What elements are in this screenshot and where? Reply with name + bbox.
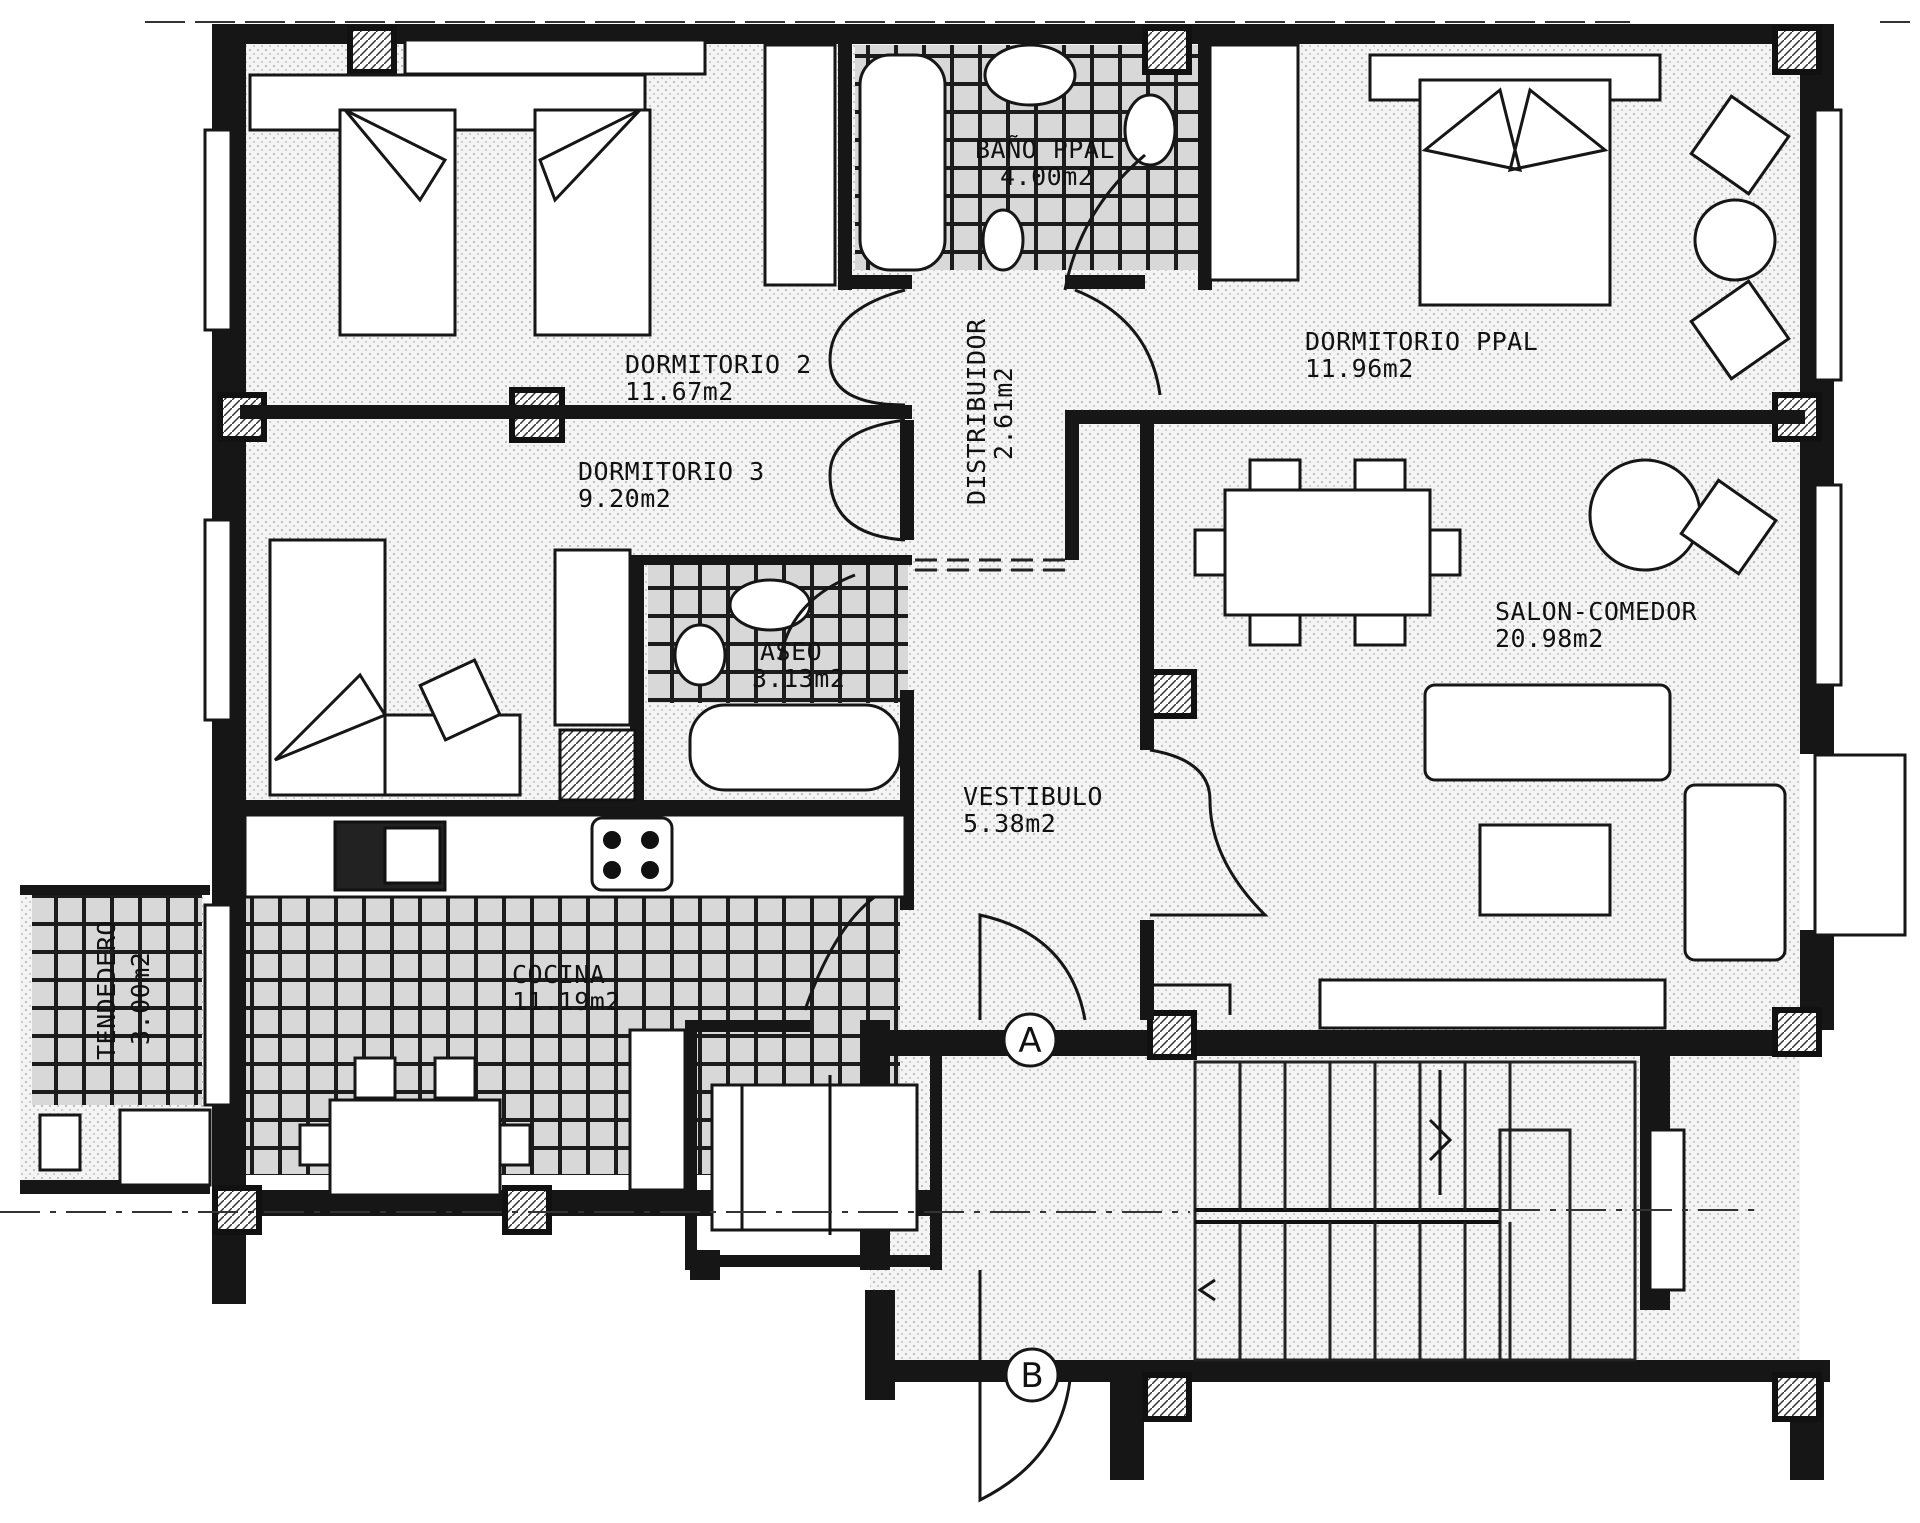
room-area: 9.20m2	[578, 484, 671, 513]
room-distribuidor: DISTRIBUIDOR 2.61m2	[962, 318, 1018, 505]
marker-a: A	[1002, 1012, 1058, 1068]
room-tendedero: TENDEDERO 3.00m2	[92, 920, 155, 1060]
room-area: 11.67m2	[625, 377, 734, 406]
room-dormitorio-3: DORMITORIO 3 9.20m2	[578, 457, 765, 513]
room-name: TENDEDERO	[92, 920, 121, 1060]
room-name: VESTIBULO	[963, 782, 1103, 811]
room-area: 11.96m2	[1305, 354, 1414, 383]
kitchen-furniture	[38, 813, 907, 1197]
room-area: 5.38m2	[963, 809, 1056, 838]
room-vestibulo: VESTIBULO 5.38m2	[963, 782, 1103, 838]
structural-columns	[212, 25, 1822, 1422]
room-cocina: COCINA 11.19m2	[512, 960, 621, 1016]
room-name: SALON-COMEDOR	[1495, 597, 1698, 626]
marker-a-label: A	[1018, 1021, 1041, 1061]
room-name: ASEO	[760, 637, 822, 666]
room-dormitorio-ppal: DORMITORIO PPAL 11.96m2	[1305, 327, 1538, 383]
dormitorio-2-furniture	[248, 43, 837, 337]
dormitorio-3-furniture	[268, 538, 637, 802]
room-aseo: ASEO 3.13m2	[752, 637, 845, 693]
salon-furniture	[1148, 458, 1787, 1030]
aseo-fixtures	[673, 573, 902, 792]
distribuidor-doors	[828, 288, 1162, 572]
room-name: DORMITORIO 3	[578, 457, 765, 486]
marker-b-label: B	[1020, 1356, 1043, 1396]
room-name: COCINA	[512, 960, 605, 989]
dormitorio-ppal-furniture	[1368, 53, 1791, 381]
room-name: BAÑO PPAL	[975, 134, 1115, 164]
room-name: DORMITORIO PPAL	[1305, 327, 1538, 356]
staircase	[1193, 1060, 1760, 1362]
room-name: DISTRIBUIDOR	[962, 318, 991, 505]
marker-b: B	[1004, 1347, 1060, 1403]
room-area: 20.98m2	[1495, 624, 1604, 653]
room-area: 4.00m2	[1000, 162, 1093, 191]
room-name: DORMITORIO 2	[625, 350, 812, 379]
room-labels: DORMITORIO 2 11.67m2 BAÑO PPAL 4.00m2 DO…	[92, 134, 1698, 1060]
bathroom-fixtures	[858, 43, 1300, 291]
elevator	[710, 1075, 919, 1235]
room-dormitorio-2: DORMITORIO 2 11.67m2	[625, 350, 812, 406]
room-bano-ppal: BAÑO PPAL 4.00m2	[975, 134, 1115, 191]
room-area: 3.00m2	[126, 952, 155, 1045]
room-area: 2.61m2	[989, 367, 1018, 460]
room-salon-comedor: SALON-COMEDOR 20.98m2	[1495, 597, 1698, 653]
room-area: 11.19m2	[512, 987, 621, 1016]
room-area: 3.13m2	[752, 664, 845, 693]
